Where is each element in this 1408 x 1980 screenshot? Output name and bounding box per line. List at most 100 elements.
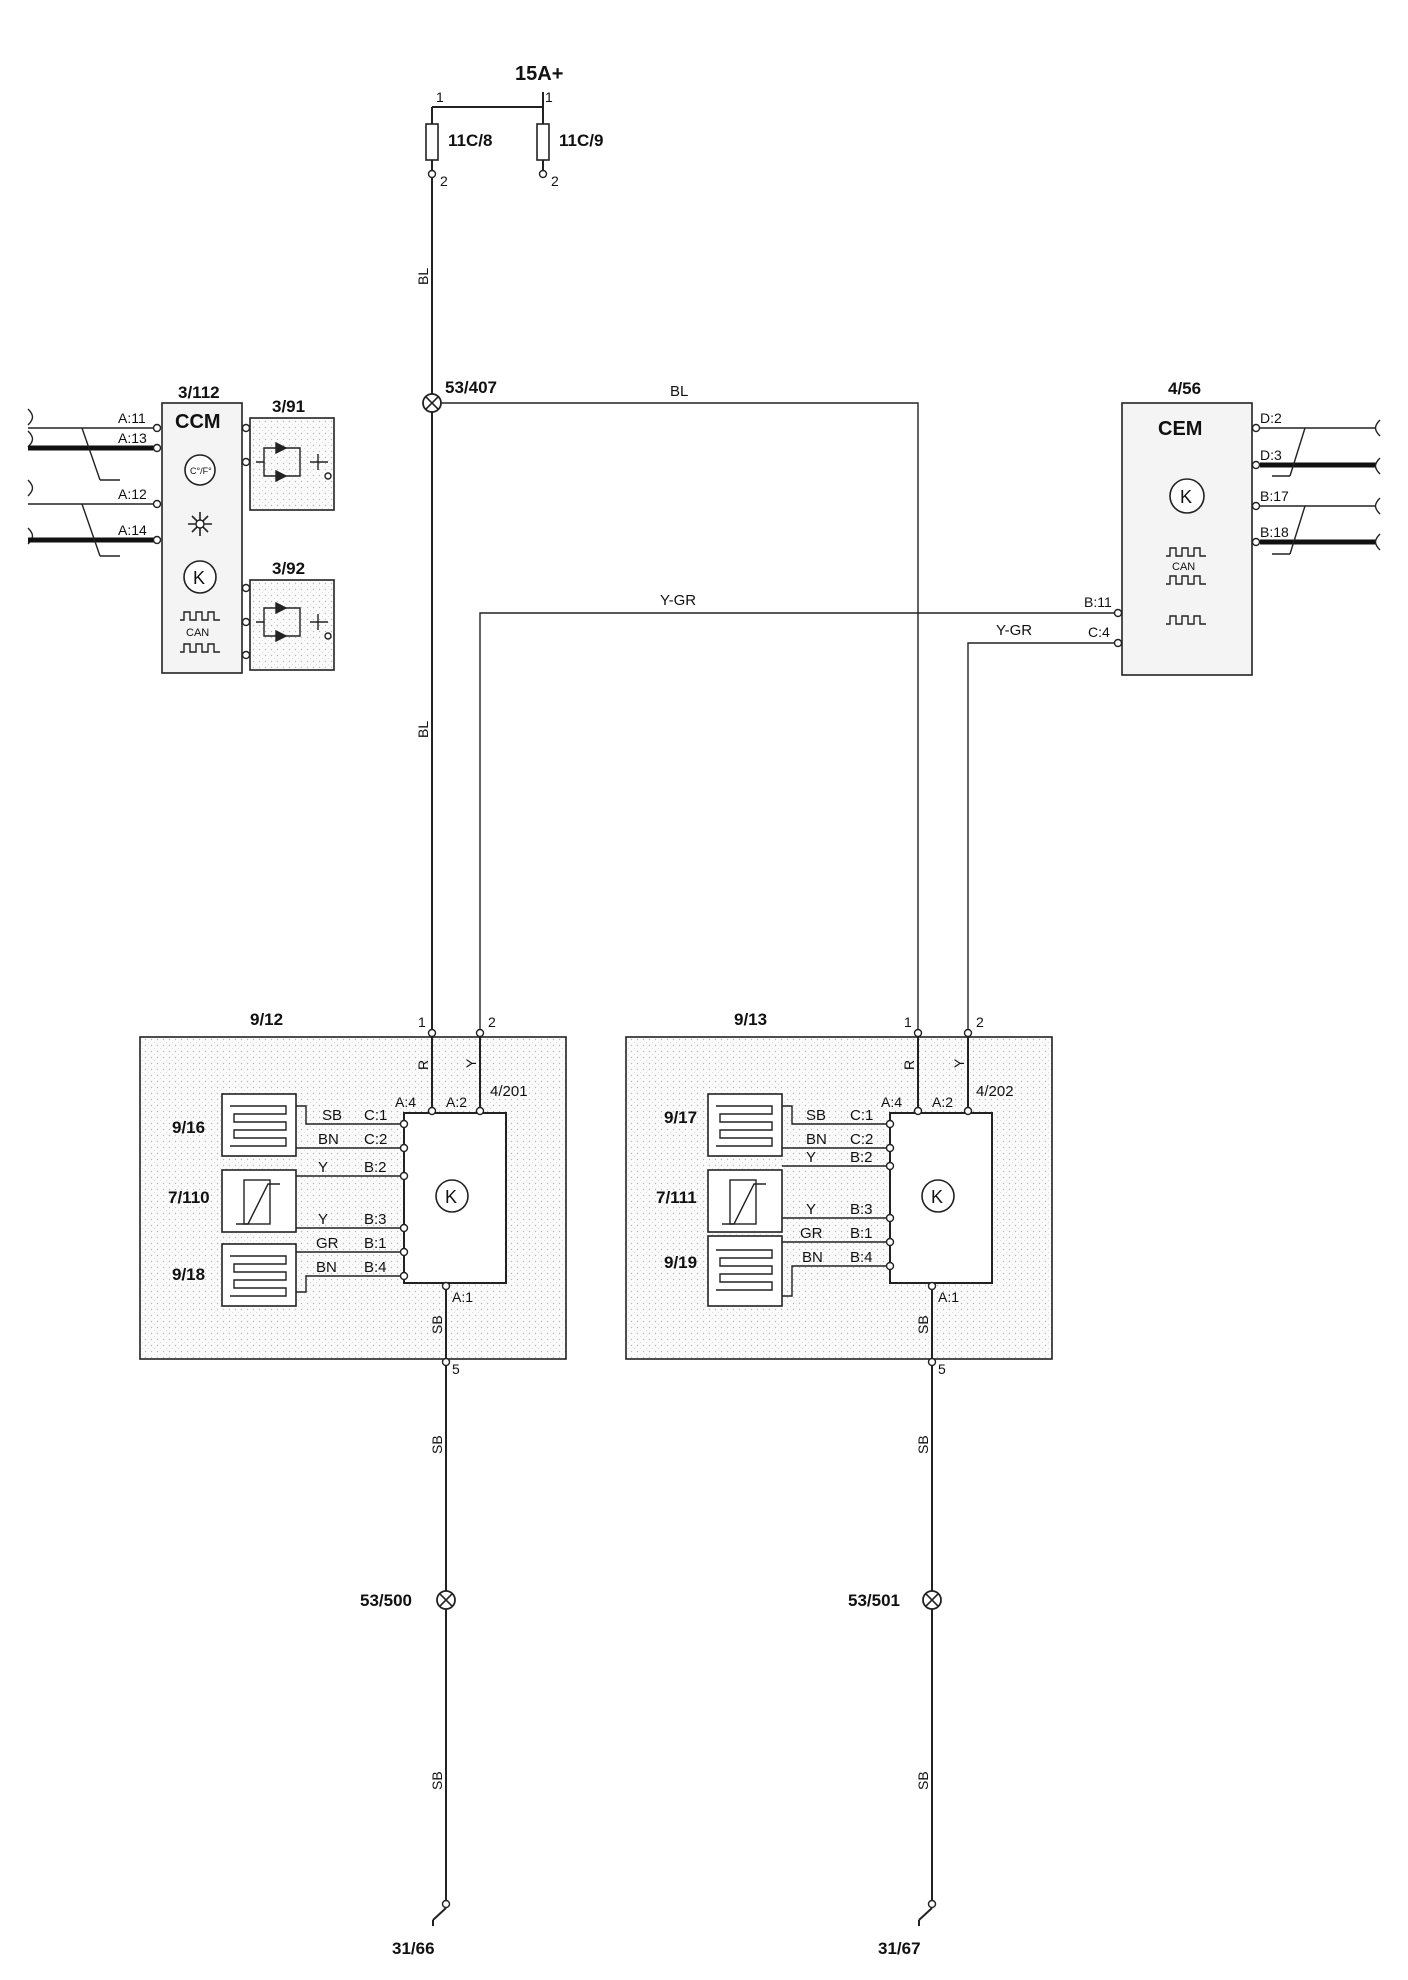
module-id: 4/201 (490, 1083, 528, 1100)
svg-text:A:12: A:12 (118, 486, 147, 502)
svg-text:1: 1 (418, 1014, 426, 1030)
ground-run-left: SB SB 53/500 31/66 (360, 1366, 456, 1958)
svg-text:1: 1 (436, 89, 444, 105)
temperature-sensor-icon (707, 1169, 783, 1233)
svg-text:R: R (415, 1060, 431, 1070)
svg-text:5: 5 (938, 1361, 946, 1377)
control-unit-icon (435, 1179, 469, 1213)
svg-text:BL: BL (670, 383, 688, 400)
fuse-11c9: 11C/9 2 (536, 107, 603, 189)
cem-right-wires (1260, 419, 1381, 555)
module-id: 3/91 (272, 397, 305, 416)
svg-text:BL: BL (415, 268, 431, 285)
temperature-icon (184, 454, 216, 486)
svg-text:B:4: B:4 (850, 1249, 873, 1266)
svg-text:Y-GR: Y-GR (996, 622, 1032, 639)
fuse-icon (425, 123, 439, 161)
svg-text:GR: GR (316, 1235, 339, 1252)
ground-label: 31/66 (392, 1939, 435, 1958)
svg-text:Y: Y (318, 1159, 328, 1176)
svg-text:Y: Y (463, 1058, 479, 1068)
svg-text:B:4: B:4 (364, 1259, 387, 1276)
ground-icon (918, 1907, 933, 1921)
splice-53-501: 53/501 (848, 1590, 942, 1610)
led-circuit-icon (256, 441, 332, 483)
splice-53-500: 53/500 (360, 1590, 456, 1610)
svg-text:Y: Y (806, 1201, 816, 1218)
cem-module: 4/56 CEM K CAN D:2 D:3 B:17 B:18 B:11 C:… (1084, 379, 1289, 676)
splice-53-407: 53/407 (422, 378, 497, 413)
seat-id: 9/12 (250, 1010, 283, 1029)
module-3-91: 3/91 (249, 397, 335, 511)
sensor-label: 7/111 (656, 1188, 697, 1207)
svg-text:R: R (901, 1060, 917, 1070)
led-circuit-icon (256, 601, 332, 643)
svg-text:B:2: B:2 (364, 1159, 387, 1176)
fan-icon (188, 512, 212, 536)
module-3-92: 3/92 (249, 559, 335, 671)
ccm-left-wires: A:11 A:13 A:12 A:14 (27, 408, 162, 557)
svg-text:B:1: B:1 (850, 1225, 873, 1242)
svg-text:BN: BN (318, 1131, 339, 1148)
svg-text:A:11: A:11 (118, 410, 146, 426)
ygr-wire-right: Y-GR (967, 622, 1114, 1030)
ccm-id: 3/112 (178, 383, 220, 402)
svg-text:BN: BN (802, 1249, 823, 1266)
ygr-wire-left: Y-GR (479, 592, 1114, 1030)
svg-text:C:2: C:2 (364, 1131, 387, 1148)
svg-text:B:17: B:17 (1260, 488, 1289, 504)
splice-label: 53/501 (848, 1591, 900, 1610)
splice-label: 53/407 (445, 378, 497, 397)
power-label: 15A+ (515, 63, 563, 85)
svg-text:B:3: B:3 (364, 1211, 387, 1228)
control-unit-icon (183, 560, 217, 594)
svg-text:K: K (931, 1187, 943, 1207)
heater-element-icon (707, 1093, 783, 1157)
svg-text:B:2: B:2 (850, 1149, 873, 1166)
svg-text:A:2: A:2 (446, 1094, 467, 1110)
ccm-module: 3/112 CCM C°/F° K CAN (161, 383, 252, 674)
svg-text:SB: SB (915, 1435, 931, 1454)
sensor-label: 7/110 (168, 1188, 210, 1207)
seat-module-right: 9/13 1 2 R Y 4/202 K A:4 A:2 9/17 SB BN … (625, 1010, 1053, 1377)
svg-text:K: K (193, 568, 205, 588)
svg-text:C°/F°: C°/F° (190, 466, 212, 476)
svg-text:BN: BN (806, 1131, 827, 1148)
svg-text:BL: BL (415, 721, 431, 738)
svg-text:C:1: C:1 (364, 1107, 387, 1124)
cem-id: 4/56 (1168, 379, 1201, 398)
svg-text:A:4: A:4 (881, 1094, 902, 1110)
svg-text:5: 5 (452, 1361, 460, 1377)
svg-text:SB: SB (322, 1107, 342, 1124)
svg-text:Y: Y (318, 1211, 328, 1228)
control-unit-icon (921, 1179, 955, 1213)
svg-text:BN: BN (316, 1259, 337, 1276)
svg-text:A:14: A:14 (118, 522, 147, 538)
svg-text:A:1: A:1 (452, 1289, 473, 1305)
module-id: 4/202 (976, 1083, 1014, 1100)
splice-label: 53/500 (360, 1591, 412, 1610)
cem-title: CEM (1158, 418, 1202, 440)
heater-label: 9/16 (172, 1118, 205, 1137)
svg-text:Y: Y (951, 1058, 967, 1068)
control-unit-icon (1169, 478, 1205, 514)
svg-text:B:18: B:18 (1260, 524, 1289, 540)
svg-text:SB: SB (429, 1315, 445, 1334)
svg-text:CAN: CAN (1172, 561, 1195, 573)
svg-text:A:1: A:1 (938, 1289, 959, 1305)
ccm-title: CCM (175, 411, 221, 433)
svg-text:B:3: B:3 (850, 1201, 873, 1218)
svg-text:2: 2 (976, 1014, 984, 1030)
heater-element-icon (707, 1235, 783, 1307)
svg-text:CAN: CAN (186, 627, 209, 639)
heater-label: 9/18 (172, 1265, 205, 1284)
svg-text:D:3: D:3 (1260, 447, 1282, 463)
heater-element-icon (221, 1093, 297, 1157)
power-supply: 15A+ 1 1 (432, 63, 563, 108)
svg-text:Y: Y (806, 1149, 816, 1166)
seat-module-left: 9/12 1 2 R Y 4/201 K A:4 A:2 9/16 SB BN … (139, 1010, 567, 1377)
bl-cross-wire: BL (441, 383, 919, 1030)
fuse-label: 11C/8 (448, 131, 492, 150)
temperature-sensor-icon (221, 1169, 297, 1233)
